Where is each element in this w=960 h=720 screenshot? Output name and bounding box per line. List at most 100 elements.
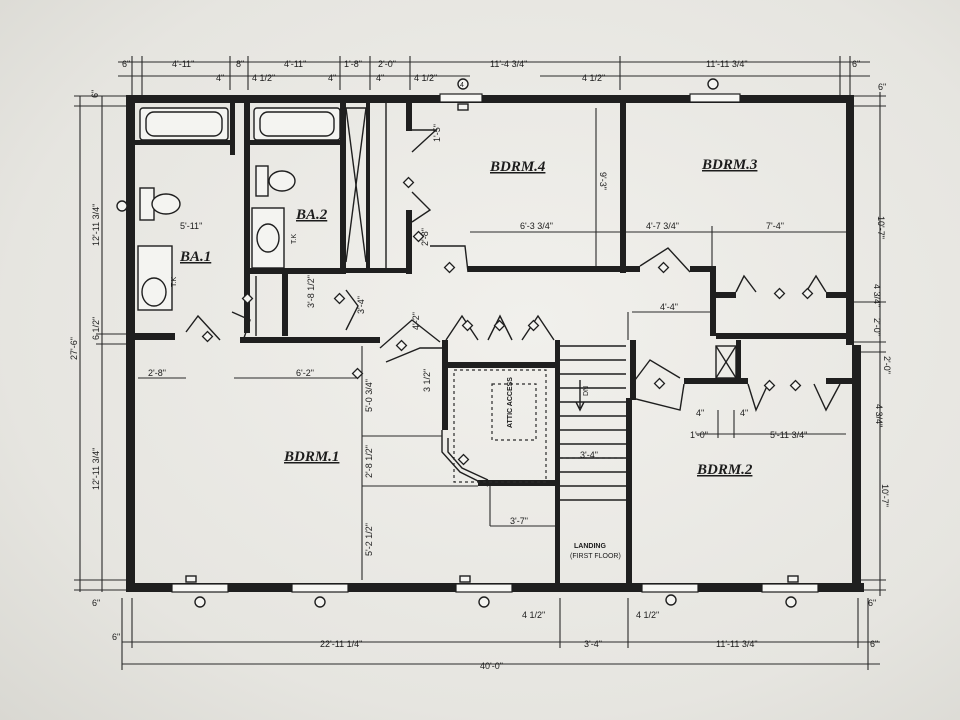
- bottom-dimensions: 6" 22'-11 1/4" 3'-4" 11'-11 3/4" 6" 40'-…: [112, 610, 878, 671]
- dimension-label: 3'-8 1/2": [306, 275, 316, 308]
- dimension-label: 9'-3": [598, 172, 608, 190]
- room-label-bdrm1: BDRM.1: [283, 449, 339, 465]
- towel-bar-label-1: T.K: [171, 277, 178, 287]
- window-bdrm1-left: [171, 583, 229, 593]
- dimension-label: 3'-4": [580, 450, 598, 460]
- right-dimensions: 6" 10'-7" 4 3/4" 2'-0" 2'-0" 4 3/4" 10'-…: [868, 82, 892, 608]
- window-bdrm1-hall: [455, 583, 513, 593]
- dimension-label: 4 1/2": [522, 610, 545, 620]
- dimension-label: 4 1/2": [582, 73, 605, 83]
- window-tag-label: 4: [460, 82, 464, 89]
- dimension-label: 6'-3 3/4": [520, 221, 553, 231]
- dimension-label: 10'-7": [880, 484, 890, 507]
- dimension-label: 11'-11 3/4": [706, 59, 748, 69]
- dimension-label: 12'-11 3/4": [91, 204, 101, 246]
- dimension-label: 5'-0 3/4": [364, 379, 374, 412]
- dimension-label: 4 1/2": [636, 610, 659, 620]
- thin-lines: [138, 103, 846, 580]
- dimension-label: 4 1/2": [414, 73, 437, 83]
- dimension-label: 4'-4": [660, 302, 678, 312]
- dimension-label: 4 1/2": [252, 73, 275, 83]
- dimension-label: 6": [878, 82, 886, 92]
- dimension-label: 22'-11 1/4": [320, 639, 362, 649]
- outlet-icon: [116, 200, 128, 212]
- towel-bar-label-2: T.K: [291, 234, 298, 244]
- dimension-label: 6 1/2": [91, 317, 101, 340]
- stair-down-label: DN: [583, 386, 590, 396]
- dimension-label: 4": [216, 73, 224, 83]
- dimension-label: 4'-11": [172, 59, 194, 69]
- toilet-ba2: [255, 165, 296, 197]
- dimension-label: 8": [236, 59, 244, 69]
- room-label-ba2: BA.2: [295, 207, 328, 223]
- window-bdrm2-right: [761, 583, 819, 593]
- dimension-lines: [74, 56, 886, 670]
- dimension-label: 3'-4": [584, 639, 602, 649]
- dimension-label: 11'-4 3/4": [490, 59, 527, 69]
- room-label-bdrm3: BDRM.3: [701, 157, 758, 173]
- window-bdrm3: [689, 93, 741, 103]
- dimension-label: 3'-7": [510, 516, 528, 526]
- interior-walls: [135, 103, 852, 583]
- dimension-label: 6": [112, 632, 120, 642]
- landing-sub-label: (FIRST FLOOR): [570, 553, 621, 560]
- dimension-label: 4'-11": [284, 59, 306, 69]
- dimension-label: 2'-8": [148, 368, 166, 378]
- room-labels: BDRM.4 BDRM.3 BDRM.1 BDRM.2 BA.1 BA.2: [179, 157, 758, 478]
- attic-access-label: ATTIC ACCESS: [507, 377, 514, 428]
- dimension-label: 2'-0": [872, 318, 882, 336]
- dimension-label: 1'-8": [344, 59, 362, 69]
- room-label-bdrm2: BDRM.2: [696, 462, 753, 478]
- dimension-label: 5'-11": [180, 221, 202, 231]
- dimension-label: 4": [696, 408, 704, 418]
- misc-labels: ATTIC ACCESS LANDING (FIRST FLOOR) DN T.…: [171, 82, 621, 560]
- dimension-label: 2'-8": [420, 228, 430, 246]
- dimension-label: 3'-4": [356, 296, 366, 314]
- top-dimensions: 6" 4'-11" 8" 4'-11" 1'-8" 2'-0" 11'-4 3/…: [122, 59, 860, 83]
- dimension-label: 4'-7 3/4": [646, 221, 679, 231]
- dimension-label: 6": [870, 639, 878, 649]
- dimension-label: 4": [328, 73, 336, 83]
- bathtub-ba1: [139, 107, 229, 141]
- sink-ba2: [251, 207, 285, 269]
- dimension-label: 27'-6": [69, 337, 79, 360]
- window-bdrm2-left: [641, 583, 699, 593]
- dimension-label: 6": [852, 59, 860, 69]
- dimension-label: 6'-2": [296, 368, 314, 378]
- dimension-label: 5'-2 1/2": [364, 523, 374, 556]
- dimension-label: 4 3/4": [874, 404, 884, 427]
- window-tags: [194, 78, 797, 608]
- window-bdrm4: [439, 93, 483, 103]
- dimension-label: 6": [92, 598, 100, 608]
- dimension-label: 1'-5": [432, 124, 442, 142]
- dimension-label: 4": [376, 73, 384, 83]
- dimension-label: 4": [740, 408, 748, 418]
- dimension-label: 6": [122, 59, 130, 69]
- toilet-ba1: [139, 187, 181, 221]
- sink-ba1: [137, 245, 173, 311]
- interior-dimensions: 1'-5" 9'-3" 6'-3 3/4" 4'-7 3/4" 7'-4" 5'…: [148, 124, 807, 556]
- dimension-label: 7'-4": [766, 221, 784, 231]
- dimension-label: 10'-7": [876, 216, 886, 239]
- plumbing-fixtures: [116, 107, 341, 311]
- dimension-label: 1'-0": [690, 430, 708, 440]
- dimension-label: 2'-0": [378, 59, 396, 69]
- ceiling-markers: [201, 176, 814, 466]
- room-label-bdrm4: BDRM.4: [489, 159, 546, 175]
- dimension-label: 6": [868, 598, 876, 608]
- windows: [171, 93, 819, 593]
- left-dimensions: 6" 12'-11 3/4" 6 1/2" 12'-11 3/4" 6" 27'…: [69, 90, 101, 608]
- dimension-label: 2'-0": [882, 356, 892, 374]
- bathtub-ba2: [253, 107, 341, 141]
- dimension-label: 2'-8 1/2": [364, 445, 374, 478]
- landing-label: LANDING: [574, 543, 606, 550]
- window-bdrm1-right: [291, 583, 349, 593]
- dimension-label: 12'-11 3/4": [91, 448, 101, 490]
- room-label-ba1: BA.1: [179, 249, 211, 265]
- dimension-label: 6": [90, 90, 100, 98]
- dimension-label: 11'-11 3/4": [716, 639, 758, 649]
- dimension-label: 40'-0": [480, 661, 503, 671]
- dimension-label: 4'-2": [411, 312, 421, 330]
